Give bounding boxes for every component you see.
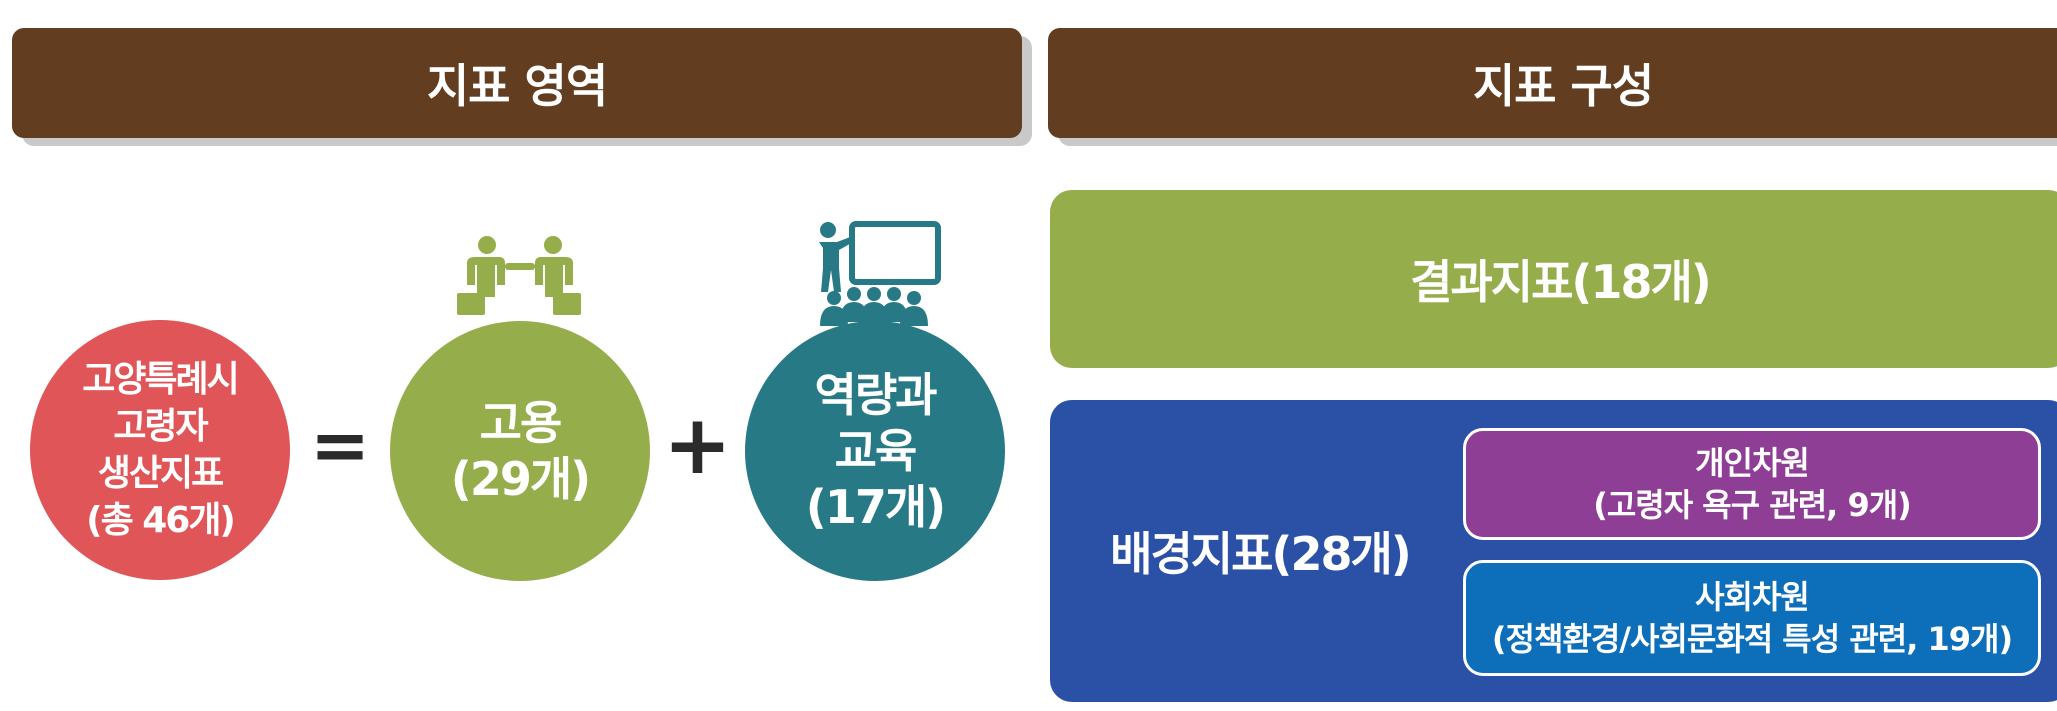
total-line-1: 고양특례시 bbox=[82, 359, 240, 400]
education-line-1: 역량과 bbox=[814, 368, 938, 422]
education-line-3: (17개) bbox=[805, 480, 946, 534]
presentation-audience-icon bbox=[819, 221, 941, 326]
employment-line-2: (29개) bbox=[450, 452, 591, 506]
education-circle: 역량과 교육 (17개) bbox=[745, 321, 1005, 581]
total-line-2: 고령자 bbox=[113, 406, 208, 447]
social-dimension-box: 사회차원 (정책환경/사회문화적 특성 관련, 19개) bbox=[1463, 560, 2041, 676]
individual-dimension-detail: (고령자 욕구 관련, 9개) bbox=[1593, 486, 1912, 524]
individual-dimension-box: 개인차원 (고령자 욕구 관련, 9개) bbox=[1463, 428, 2041, 540]
header-indicator-area-label: 지표 영역 bbox=[426, 59, 608, 113]
result-indicator-box: 결과지표(18개) bbox=[1050, 190, 2057, 368]
plus-sign: + bbox=[663, 397, 732, 493]
result-indicator-label: 결과지표(18개) bbox=[1410, 255, 1712, 309]
background-indicator-label: 배경지표(28개) bbox=[1110, 527, 1412, 581]
header-indicator-composition: 지표 구성 bbox=[1048, 28, 2057, 138]
employment-line-1: 고용 bbox=[479, 396, 563, 450]
header-indicator-composition-label: 지표 구성 bbox=[1472, 59, 1654, 113]
equals-sign: = bbox=[309, 403, 371, 487]
total-line-3: 생산지표 bbox=[97, 453, 224, 494]
total-indicator-circle: 고양특례시 고령자 생산지표 (총 46개) bbox=[30, 320, 290, 580]
background-indicator-label-wrap: 배경지표(28개) bbox=[1080, 400, 1440, 702]
header-indicator-area: 지표 영역 bbox=[12, 28, 1022, 138]
individual-dimension-title: 개인차원 bbox=[1695, 444, 1810, 482]
handshake-people-icon bbox=[457, 236, 581, 315]
social-dimension-title: 사회차원 bbox=[1695, 578, 1810, 616]
social-dimension-detail: (정책환경/사회문화적 특성 관련, 19개) bbox=[1491, 620, 2013, 658]
employment-circle: 고용 (29개) bbox=[390, 321, 650, 581]
total-line-4: (총 46개) bbox=[86, 500, 236, 541]
education-line-2: 교육 bbox=[834, 424, 918, 478]
